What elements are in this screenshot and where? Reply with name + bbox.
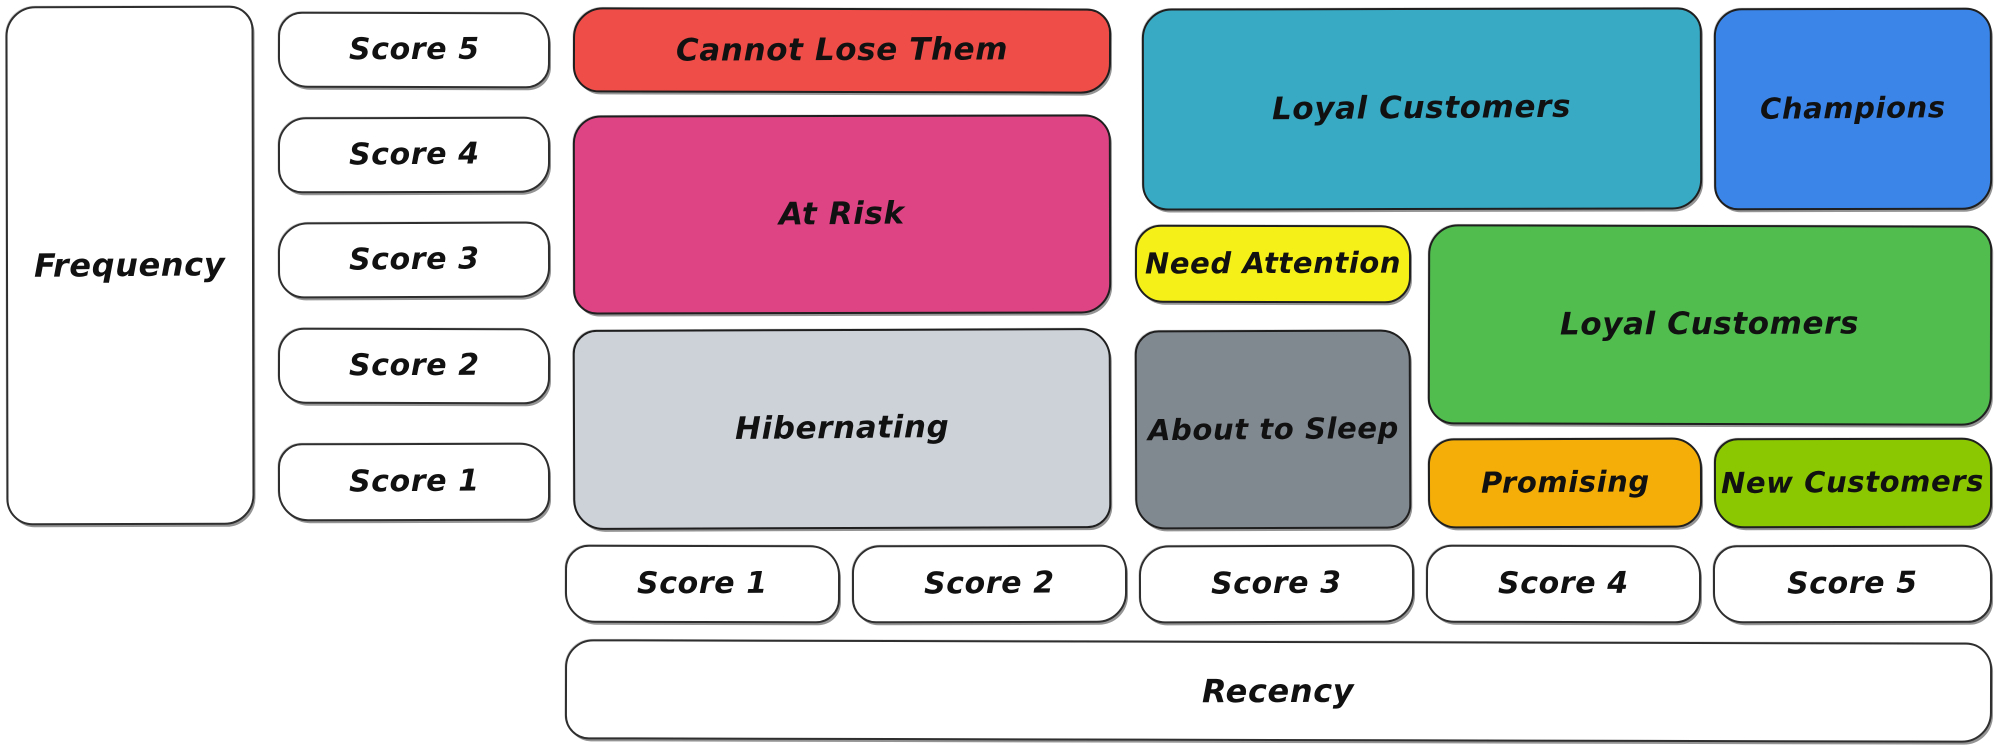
recency-score-4[interactable]: Score 4 xyxy=(1425,544,1702,624)
segment-new-customers-label: New Customers xyxy=(1721,464,1985,501)
segment-need-attention-label: Need Attention xyxy=(1144,245,1402,281)
recency-axis-label-box: Recency xyxy=(564,639,1993,743)
segment-hibernating[interactable]: Hibernating xyxy=(572,328,1112,530)
recency-score-5-label: Score 5 xyxy=(1787,565,1918,602)
segment-loyal-customers-teal[interactable]: Loyal Customers xyxy=(1141,7,1703,211)
frequency-score-5[interactable]: Score 5 xyxy=(277,11,551,89)
segment-promising[interactable]: Promising xyxy=(1427,437,1703,529)
recency-score-1-label: Score 1 xyxy=(637,565,768,601)
segment-need-attention[interactable]: Need Attention xyxy=(1134,224,1412,304)
frequency-score-3[interactable]: Score 3 xyxy=(277,221,551,299)
recency-score-3-label: Score 3 xyxy=(1210,565,1342,602)
recency-score-3[interactable]: Score 3 xyxy=(1138,544,1415,624)
segment-about-to-sleep[interactable]: About to Sleep xyxy=(1134,329,1412,530)
frequency-score-4[interactable]: Score 4 xyxy=(277,116,551,194)
segment-hibernating-label: Hibernating xyxy=(734,409,950,448)
segment-promising-label: Promising xyxy=(1480,464,1650,501)
segment-loyal-customers-teal-label: Loyal Customers xyxy=(1272,88,1572,128)
segment-cannot-lose-them-label: Cannot Lose Them xyxy=(675,31,1009,69)
frequency-score-3-label: Score 3 xyxy=(348,241,480,278)
segment-at-risk[interactable]: At Risk xyxy=(572,114,1112,315)
segment-loyal-customers-green-label: Loyal Customers xyxy=(1560,305,1860,343)
recency-score-5[interactable]: Score 5 xyxy=(1712,544,1993,624)
frequency-score-5-label: Score 5 xyxy=(348,31,480,67)
segment-new-customers[interactable]: New Customers xyxy=(1713,437,1993,529)
frequency-score-2[interactable]: Score 2 xyxy=(277,327,551,405)
recency-score-4-label: Score 4 xyxy=(1498,565,1629,601)
frequency-score-1[interactable]: Score 1 xyxy=(277,442,551,522)
frequency-score-2-label: Score 2 xyxy=(348,347,480,383)
recency-score-1[interactable]: Score 1 xyxy=(564,544,841,624)
segment-at-risk-label: At Risk xyxy=(779,195,905,233)
segment-about-to-sleep-label: About to Sleep xyxy=(1147,410,1399,448)
segment-loyal-customers-green[interactable]: Loyal Customers xyxy=(1427,224,1993,426)
frequency-score-4-label: Score 4 xyxy=(348,136,480,173)
segment-champions[interactable]: Champions xyxy=(1713,7,1993,211)
segment-cannot-lose-them[interactable]: Cannot Lose Them xyxy=(572,7,1112,94)
recency-axis-label: Recency xyxy=(1202,671,1355,710)
frequency-axis-label: Frequency xyxy=(34,245,226,285)
recency-score-2-label: Score 2 xyxy=(924,565,1055,602)
segment-champions-label: Champions xyxy=(1760,90,1946,127)
frequency-score-1-label: Score 1 xyxy=(348,463,480,500)
recency-score-2[interactable]: Score 2 xyxy=(851,544,1128,624)
frequency-axis-label-box: Frequency xyxy=(5,5,255,526)
